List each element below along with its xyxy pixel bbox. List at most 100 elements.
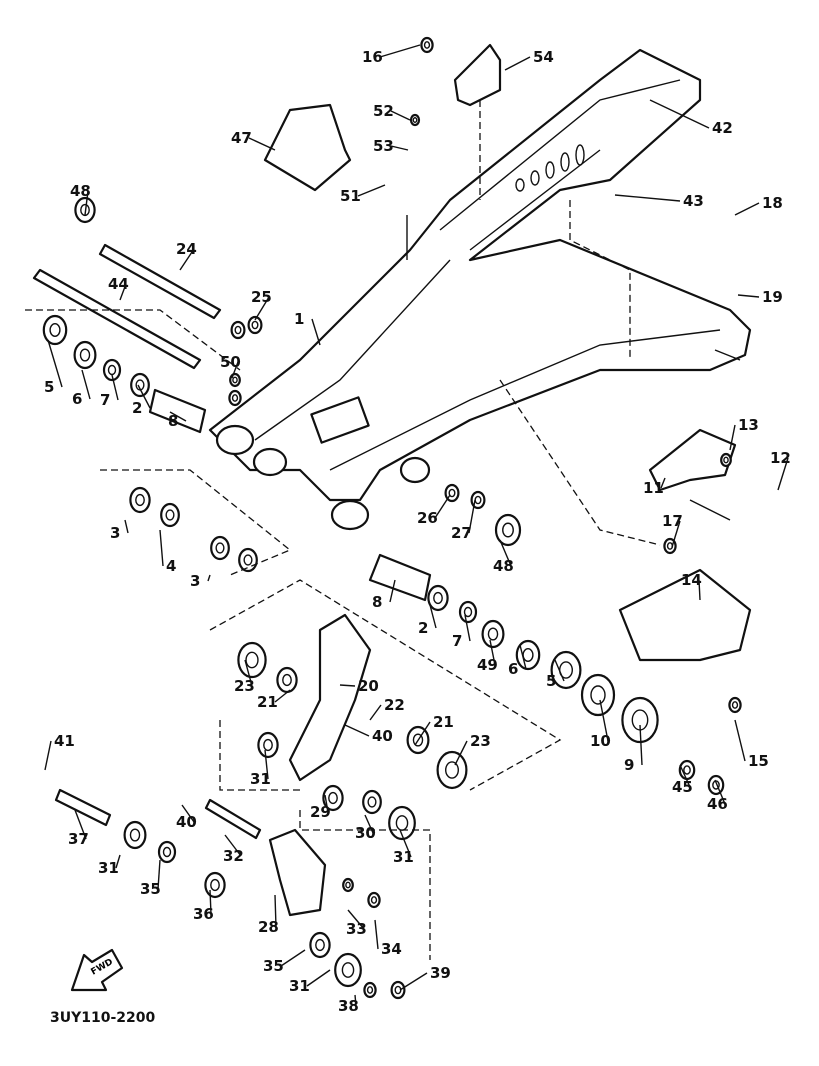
callout-number: 10 [590,732,611,750]
bushing-part [123,820,147,850]
bushing-bore [162,846,172,858]
leader-line [157,859,161,890]
callout-number: 47 [231,129,252,147]
leader-line [434,494,451,519]
bushing-bore [474,495,482,505]
callout-number: 5 [44,378,54,396]
callout-number: 54 [533,48,554,66]
callout-number: 40 [176,813,197,831]
bushing-part [409,113,421,127]
leader-line [274,894,277,928]
callout-number: 36 [193,905,214,923]
leader-line [179,248,195,271]
leader-line [311,318,321,346]
bolt-44 [32,268,202,370]
bushing-bore [412,733,424,747]
callout-number: 14 [681,571,702,589]
leader-line [468,499,476,534]
bushing-part [728,696,742,714]
callout-number: 26 [417,509,438,527]
bushing-bore [234,325,242,335]
leader-line [254,296,270,321]
callout-number: 35 [140,880,161,898]
bolt-37 [54,788,112,827]
bracket-14 [618,568,752,662]
bushing-part [229,372,241,388]
bushing-bore [590,685,606,705]
bushing-bore [370,896,378,904]
bushing-bore [245,651,259,669]
leader-line [679,764,691,788]
bushing-bore [448,488,456,498]
callout-number: 8 [168,412,178,430]
leader-line [499,539,512,567]
leader-line [734,202,760,216]
bushing-part [247,315,263,335]
leader-line [354,994,357,1007]
leader-line [639,724,643,766]
leader-line [698,579,701,601]
bushing-bore [731,701,739,709]
bushing-part [129,486,151,514]
bushing-part [238,547,258,573]
callout-number: 18 [762,194,783,212]
collar-8 [148,388,207,434]
callout-number: 6 [508,660,518,678]
callout-number: 23 [470,732,491,750]
bushing-bore [129,828,141,842]
callout-number: 31 [250,770,271,788]
callout-number: 48 [493,557,514,575]
callout-number: 13 [738,416,759,434]
leader-line [660,477,666,489]
callout-number: 40 [372,727,393,745]
leader-line [614,194,681,202]
bushing-bore [412,117,418,123]
callout-number: 2 [418,619,428,637]
bushing-bore [282,673,292,687]
leader-line [599,699,609,742]
leader-line [369,704,382,721]
callout-number: 41 [54,732,75,750]
callout-number: 35 [263,957,284,975]
callout-number: 50 [220,353,241,371]
forward-direction-arrow-icon: FWD [70,948,124,992]
callout-number: 44 [108,275,129,293]
bushing-part [481,619,505,649]
bushing-part [157,840,177,864]
connecting-rod-28 [268,828,327,917]
bushing-bore [80,203,90,217]
leader-line [137,384,151,409]
leader-line [231,361,239,379]
callout-number: 31 [98,859,119,877]
bushing-part [367,891,381,909]
callout-number: 5 [546,672,556,690]
bushing-bore [107,364,117,376]
callout-number: 2 [132,399,142,417]
collar-8b [368,553,432,602]
leader-line [119,283,127,301]
bushing-part [237,641,267,679]
leader-line [729,424,736,451]
callout-number: 25 [251,288,272,306]
callout-number: 52 [373,102,394,120]
bushing-bore [79,348,91,362]
bushing-part [390,980,406,1000]
bushing-bore [49,323,61,338]
leader-line [390,110,411,121]
swing-arm [208,48,752,531]
bushing-bore [723,456,729,464]
callout-number: 11 [643,479,664,497]
bushing-part [420,36,434,54]
bushing-bore [263,738,273,752]
bushing-part [102,358,122,382]
callout-number: 15 [748,752,769,770]
leader-line [519,644,527,670]
bushing-part [73,340,97,370]
plate-54 [453,43,502,107]
callout-number: 34 [381,940,402,958]
bushing-bore [445,761,460,779]
leader-line [489,639,496,666]
leader-line [47,339,63,388]
